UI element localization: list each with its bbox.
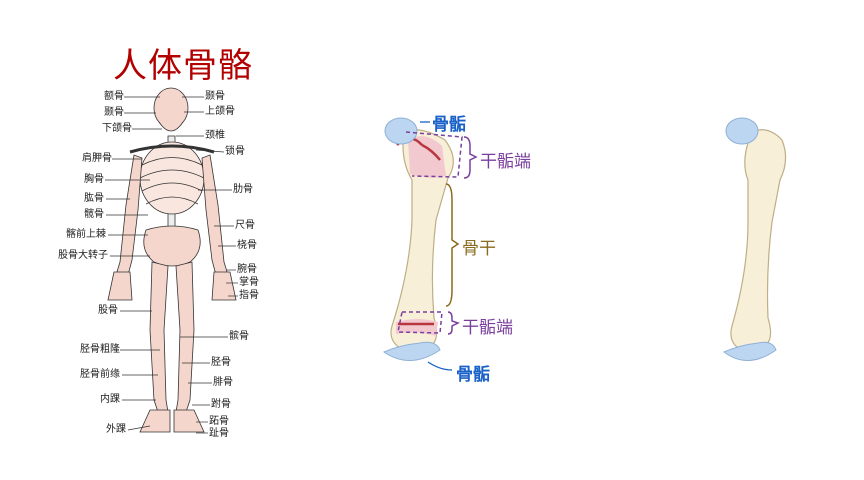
- label-sternum: 胸骨: [84, 174, 104, 185]
- label-phalanges: 指骨: [239, 290, 259, 301]
- label-temporal-l: 颞骨: [104, 107, 124, 118]
- label-metacarpals: 掌骨: [239, 277, 259, 288]
- label-frontal: 额骨: [104, 91, 124, 102]
- label-ulna: 尺骨: [235, 220, 255, 231]
- left-leg: [149, 261, 169, 413]
- label-epiphysis-bottom: 骨骺: [456, 365, 490, 385]
- label-metaphysis-top: 干骺端: [480, 152, 531, 172]
- label-diaphysis: 骨干: [462, 239, 496, 259]
- chart-title: 人体骨骼: [113, 46, 253, 86]
- label-tibial-tuberosity: 胫骨粗隆: [80, 344, 120, 355]
- label-radius: 桡骨: [237, 240, 257, 251]
- label-medial-malleolus: 内踝: [100, 394, 120, 405]
- label-femur: 股骨: [98, 305, 118, 316]
- label-temporal-r: 颞骨: [205, 91, 225, 102]
- label-ribs: 肋骨: [233, 184, 253, 195]
- plain-femur: [723, 117, 787, 361]
- label-tibial-crest: 胫骨前缘: [80, 369, 120, 380]
- label-hip: 髋骨: [84, 209, 104, 220]
- right-hand: [211, 271, 237, 301]
- label-humerus: 肱骨: [84, 193, 104, 204]
- femur-head-top: [384, 117, 418, 145]
- label-scapula: 肩胛骨: [82, 153, 112, 164]
- label-maxilla: 上颌骨: [205, 106, 235, 117]
- label-epiphysis-top: 骨骺: [432, 115, 466, 135]
- left-foot: [139, 409, 171, 433]
- pelvis: [143, 225, 201, 267]
- label-tarsals: 跗骨: [211, 399, 231, 410]
- label-toe-phalanges: 趾骨: [209, 428, 229, 439]
- label-patella: 髌骨: [229, 331, 249, 342]
- ribcage: [139, 141, 205, 215]
- left-hand: [107, 271, 133, 301]
- labelled-femur: [382, 117, 478, 371]
- label-cervical: 颈椎: [205, 130, 225, 141]
- right-arm: [201, 154, 229, 276]
- label-asis: 髂前上棘: [66, 229, 106, 240]
- label-mandible: 下颌骨: [102, 123, 132, 134]
- label-trochanter: 股骨大转子: [58, 250, 108, 261]
- label-metatarsals: 跖骨: [209, 416, 229, 427]
- label-metaphysis-bottom: 干骺端: [462, 318, 513, 338]
- right-foot: [173, 409, 205, 433]
- label-tibia: 胫骨: [211, 357, 231, 368]
- label-fibula: 腓骨: [213, 377, 233, 388]
- label-carpals: 腕骨: [237, 264, 257, 275]
- label-lateral-malleolus: 外踝: [106, 424, 126, 435]
- label-clavicle: 锁骨: [225, 146, 245, 157]
